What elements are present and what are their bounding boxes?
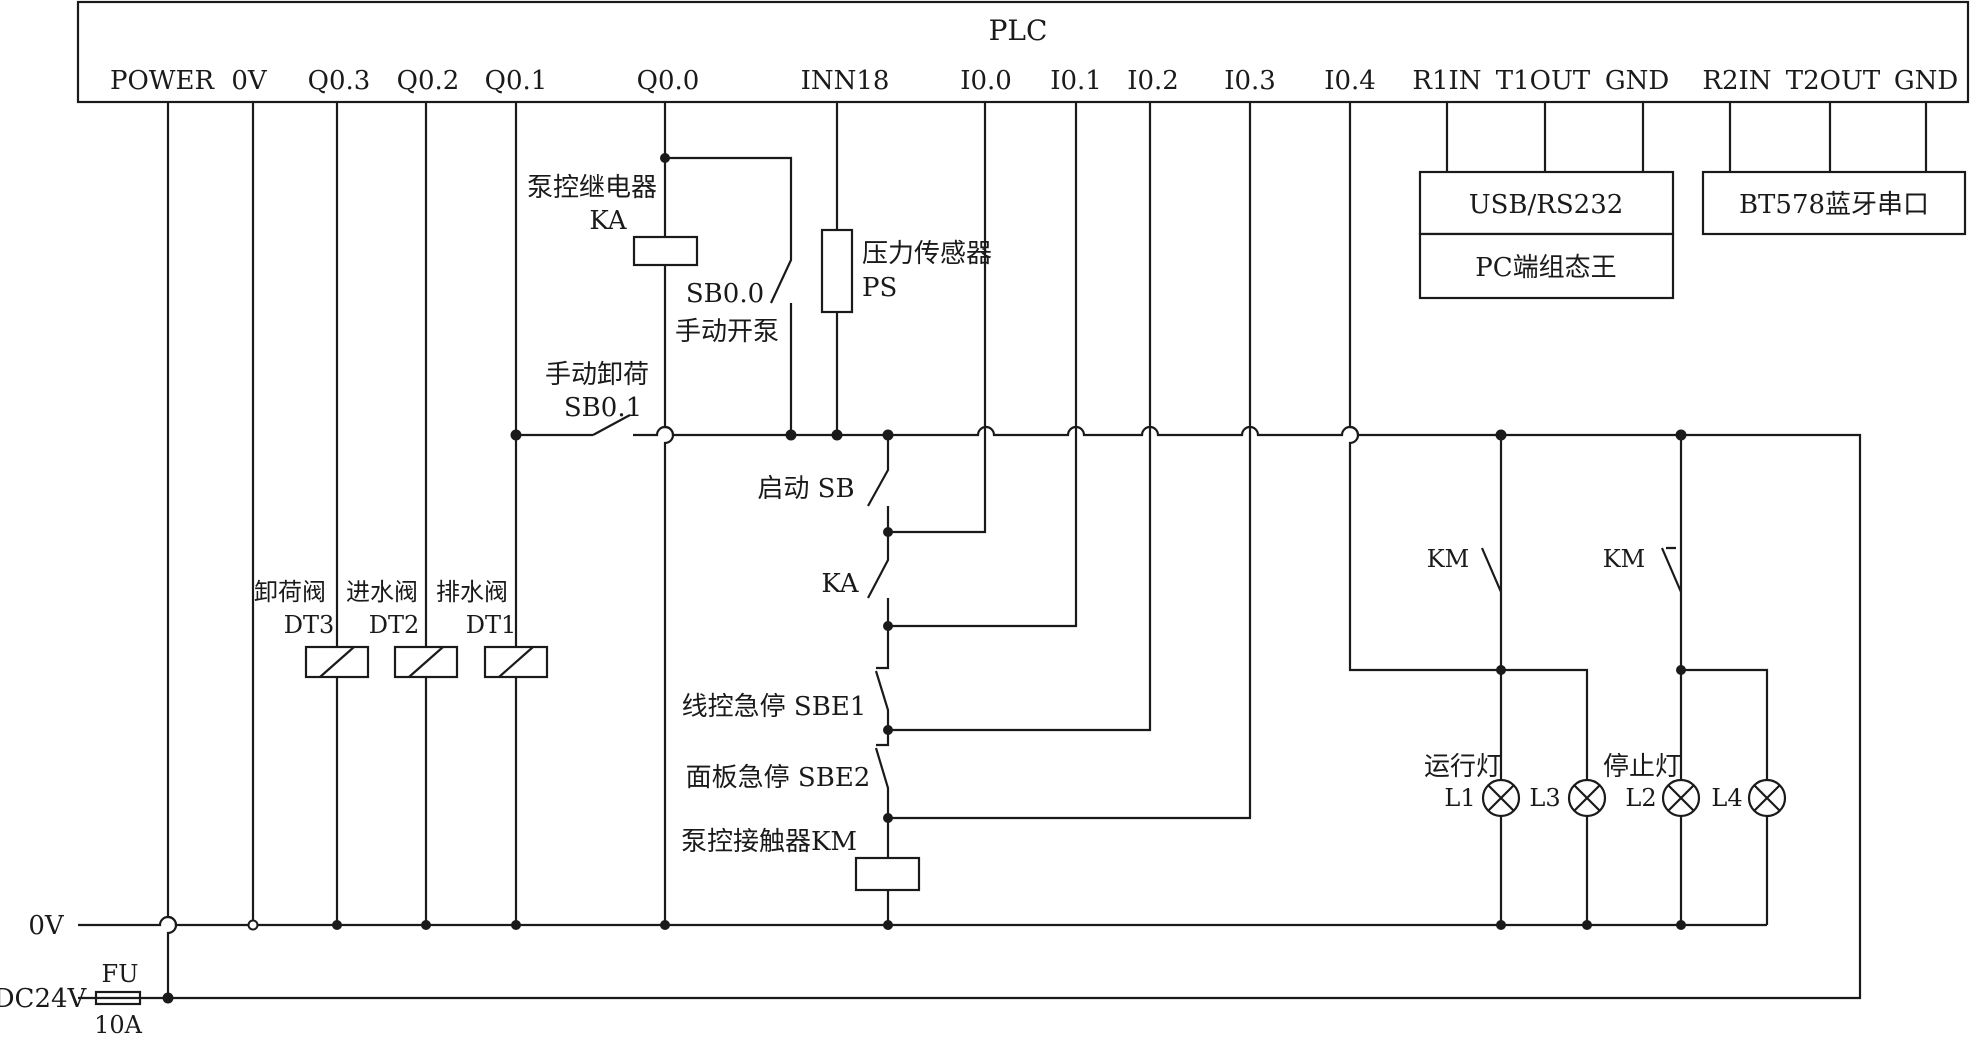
terminal-i0-2: I0.2	[1127, 66, 1179, 96]
lamp-l1	[1481, 778, 1521, 818]
start-sb-label: 启动 SB	[757, 474, 854, 504]
junction-dots	[162, 153, 1687, 1004]
sensor-code: PS	[862, 273, 897, 303]
terminal-gnd-2: GND	[1894, 66, 1958, 96]
input-contacts: 启动 SB KA 线控急停 SBE1 面板急停 SBE2 泵控接触器KM	[681, 102, 1252, 925]
lamp-l2-label: L2	[1625, 784, 1656, 812]
sb01-code: SB0.1	[564, 393, 642, 423]
km-contact-label-1: KM	[1427, 545, 1470, 573]
lamp-circuits: KM KM 运行灯 停止灯 L1 L3 L2 L4	[1348, 102, 1787, 925]
dc24v-label: DC24V	[0, 984, 88, 1014]
fuse-name: FU	[102, 960, 139, 988]
terminal-i0-3: I0.3	[1224, 66, 1276, 96]
common-bus: 手动卸荷 SB0.1	[168, 360, 1862, 1000]
lamp-l2	[1661, 778, 1701, 818]
lamp-l1-label: L1	[1444, 784, 1475, 812]
estop-panel-label: 面板急停 SBE2	[686, 763, 871, 793]
terminal-q0-0: Q0.0	[637, 66, 700, 96]
dt2-name: 进水阀	[346, 578, 418, 606]
dt1-code: DT1	[466, 611, 517, 639]
km-contactor-coil	[854, 856, 921, 892]
sb01-name: 手动卸荷	[545, 360, 649, 390]
dt2-code: DT2	[369, 611, 420, 639]
ka-relay-name: 泵控继电器	[527, 173, 657, 203]
dt1-name: 排水阀	[436, 578, 508, 606]
terminal-q0-1: Q0.1	[485, 66, 548, 96]
pump-relay-branch: 泵控继电器 KA SB0.0 手动开泵	[527, 102, 793, 925]
pc-kingview-box	[1418, 232, 1675, 300]
bt578-label: BT578蓝牙串口	[1739, 190, 1929, 220]
terminal-q0-2: Q0.2	[397, 66, 460, 96]
supply-rails: 0V DC24V FU 10A	[0, 911, 1767, 1039]
pressure-sensor-ps	[820, 228, 854, 314]
lamp-l3	[1567, 778, 1607, 818]
dt3-code: DT3	[284, 611, 335, 639]
terminal-i0-1: I0.1	[1050, 66, 1102, 96]
km-contact-label-2: KM	[1603, 545, 1646, 573]
terminal-t1out: T1OUT	[1496, 66, 1591, 96]
terminal-i0-0: I0.0	[960, 66, 1012, 96]
run-lamp-label: 运行灯	[1424, 752, 1502, 782]
sb00-code: SB0.0	[686, 279, 764, 309]
terminal-inn18: INN18	[801, 66, 890, 96]
pc-kingview-label: PC端组态王	[1475, 253, 1616, 283]
plc-frame	[76, 0, 1970, 104]
fuse-rating: 10A	[94, 1011, 143, 1039]
ka-relay-code: KA	[589, 206, 627, 236]
plc-block: PLC POWER 0V Q0.3 Q0.2 Q0.1 Q0.0 INN18 I…	[76, 0, 1970, 104]
usb-rs232-box	[1418, 170, 1675, 236]
dt3-name: 卸荷阀	[254, 578, 326, 606]
comm-modules: USB/RS232 PC端组态王 BT578蓝牙串口	[1418, 102, 1967, 300]
terminal-gnd-1: GND	[1605, 66, 1669, 96]
terminal-r2in: R2IN	[1702, 66, 1771, 96]
terminal-0v: 0V	[231, 66, 268, 96]
terminal-t2out: T2OUT	[1786, 66, 1881, 96]
terminal-q0-3: Q0.3	[308, 66, 371, 96]
terminal-i0-4: I0.4	[1324, 66, 1376, 96]
ov-bus-label: 0V	[28, 911, 65, 941]
terminal-r1in: R1IN	[1412, 66, 1481, 96]
sb00-name: 手动开泵	[675, 317, 779, 347]
lamp-l4-label: L4	[1711, 784, 1742, 812]
stop-lamp-label: 停止灯	[1603, 752, 1681, 782]
ka-contact-label: KA	[821, 569, 859, 599]
estop-line-label: 线控急停 SBE1	[682, 692, 867, 722]
lamp-l3-label: L3	[1529, 784, 1560, 812]
pressure-sensor-branch: 压力传感器 PS	[820, 102, 992, 435]
plc-title: PLC	[989, 14, 1048, 47]
terminal-power: POWER	[110, 66, 216, 96]
lamp-l4	[1747, 778, 1787, 818]
sensor-name: 压力传感器	[862, 239, 992, 269]
bt578-box	[1701, 170, 1967, 236]
valve-outputs: 卸荷阀 DT3 进水阀 DT2 排水阀 DT1	[166, 102, 549, 1000]
ka-relay-coil	[632, 235, 699, 267]
ov-bus	[78, 915, 1767, 927]
usb-rs232-label: USB/RS232	[1469, 190, 1624, 220]
contactor-label: 泵控接触器KM	[681, 827, 857, 857]
